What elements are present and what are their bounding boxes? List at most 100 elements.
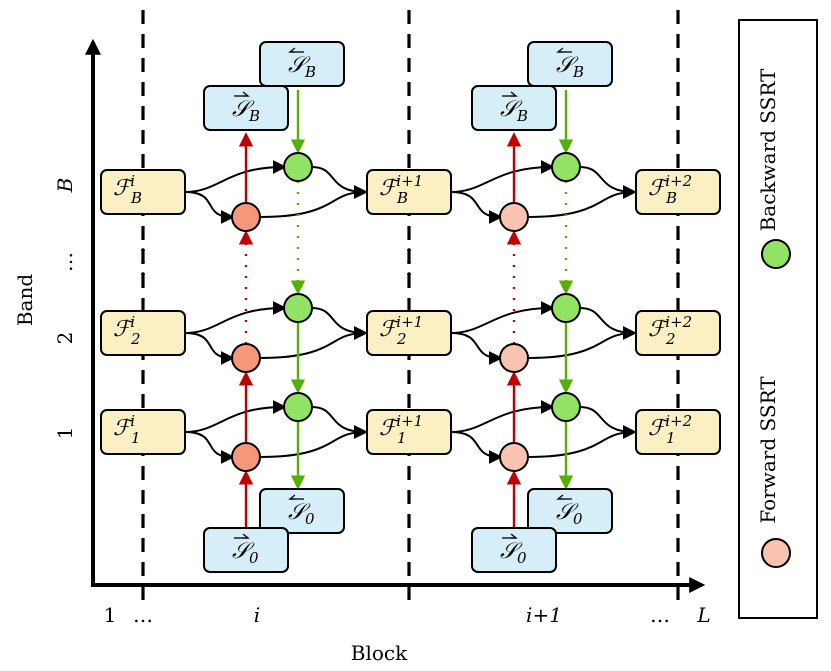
edge-feature-to-forward	[450, 431, 503, 464]
feature-box	[366, 310, 452, 356]
edge-feature-to-backward	[450, 400, 555, 433]
forward-ssrt-node	[231, 442, 261, 472]
forward-state-bottom-box	[471, 527, 557, 573]
legend-box	[738, 19, 818, 619]
backward-state-top-box	[259, 41, 345, 87]
edges	[184, 90, 637, 527]
legend-forward-swatch	[761, 538, 791, 568]
backward-ssrt-node	[551, 152, 581, 182]
x-tick-label: …	[650, 603, 670, 627]
edge-backward-to-feature	[579, 307, 637, 340]
edge-forward-to-feature	[527, 326, 637, 359]
ellipsis-dot	[407, 248, 411, 252]
edge-feature-to-backward	[184, 160, 287, 193]
forward-state-top-label-arrow-head	[242, 91, 250, 97]
ellipsis-dot	[141, 248, 145, 252]
x-tick-label: i	[254, 603, 260, 627]
ellipsis-dot	[407, 260, 411, 264]
feature-box	[366, 169, 452, 215]
x-tick-label: L	[696, 603, 710, 627]
feature-box	[100, 169, 186, 215]
backward-state-bottom-box	[527, 488, 613, 534]
ellipsis-dot	[676, 272, 680, 276]
legend-backward-swatch	[761, 239, 791, 269]
backward-state-top-label-arrow-head	[556, 47, 564, 53]
feature-box	[635, 409, 721, 455]
edge-forward-to-feature	[259, 425, 368, 458]
edge-feature-to-forward	[184, 332, 235, 365]
edge-backward-to-feature	[311, 406, 368, 439]
backward-state-top-box	[527, 41, 613, 87]
backward-state-top-label-arrow-head	[288, 47, 296, 53]
edge-feature-to-forward	[450, 332, 503, 365]
legend: Backward SSRT Forward SSRT	[738, 19, 818, 619]
forward-state-bottom-label-arrow-head	[510, 533, 518, 539]
backward-state-bottom-label-arrow-head	[288, 494, 296, 500]
y-tick-label: B	[53, 178, 77, 194]
feature-box	[635, 169, 721, 215]
forward-ssrt-node	[499, 442, 529, 472]
y-tick-label: 2	[53, 332, 77, 345]
backward-state-top-label: 𝒮B	[556, 47, 584, 81]
backward-ssrt-node	[551, 392, 581, 422]
feature-box	[635, 310, 721, 356]
forward-state-top-label-arrow-head	[510, 91, 518, 97]
backward-ssrt-node	[283, 293, 313, 323]
y-tick-label: 1	[53, 427, 77, 440]
edge-feature-to-backward	[450, 301, 555, 334]
ellipsis-dot	[407, 272, 411, 276]
forward-ssrt-node	[231, 202, 261, 232]
x-tick-label: i+1	[526, 603, 562, 627]
forward-state-top-box	[471, 85, 557, 131]
edge-forward-to-feature	[259, 326, 368, 359]
edge-forward-to-feature	[527, 185, 637, 218]
y-axis-label: Band	[13, 274, 37, 327]
forward-ssrt-node	[231, 343, 261, 373]
edge-forward-to-feature	[527, 425, 637, 458]
forward-ssrt-node	[499, 202, 529, 232]
x-tick-label: …	[133, 603, 153, 627]
edge-feature-to-backward	[184, 400, 287, 433]
ellipsis-dot	[676, 248, 680, 252]
backward-ssrt-node	[283, 152, 313, 182]
backward-ssrt-node	[283, 392, 313, 422]
edge-feature-to-backward	[184, 301, 287, 334]
legend-backward-label: Backward SSRT	[756, 68, 780, 231]
backward-state-top-label-symbol: 𝒮B	[556, 53, 584, 81]
edge-backward-to-feature	[579, 166, 637, 199]
forward-ssrt-node	[499, 343, 529, 373]
x-tick-label: 1	[104, 603, 117, 627]
edge-backward-to-feature	[311, 166, 368, 199]
edge-feature-to-backward	[450, 160, 555, 193]
legend-forward-label: Forward SSRT	[756, 376, 780, 524]
edge-backward-to-feature	[579, 406, 637, 439]
forward-state-top-box	[203, 85, 289, 131]
edge-forward-to-feature	[259, 185, 368, 218]
feature-box	[100, 409, 186, 455]
backward-state-bottom-box	[259, 488, 345, 534]
forward-state-bottom-box	[203, 527, 289, 573]
block-separators	[141, 10, 680, 600]
edge-feature-to-forward	[184, 431, 235, 464]
nodes	[100, 41, 721, 573]
edge-feature-to-forward	[450, 191, 503, 224]
backward-ssrt-node	[551, 293, 581, 323]
ellipsis-dot	[141, 272, 145, 276]
edge-backward-to-feature	[311, 307, 368, 340]
feature-box	[100, 310, 186, 356]
ellipsis-dot	[141, 260, 145, 264]
feature-box	[366, 409, 452, 455]
backward-state-bottom-label-arrow-head	[556, 494, 564, 500]
axes	[85, 38, 706, 593]
